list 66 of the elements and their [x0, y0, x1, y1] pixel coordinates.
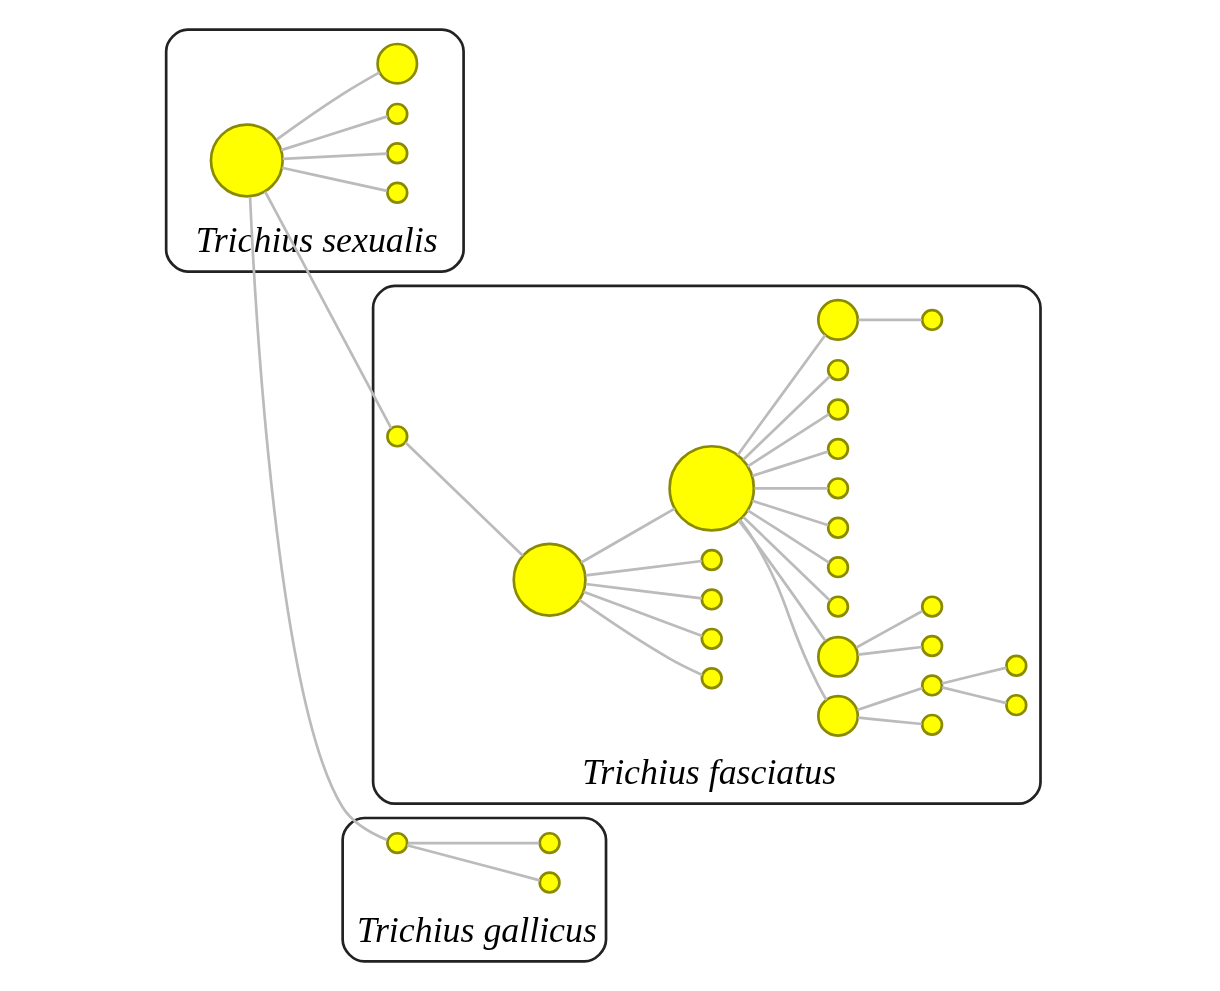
connector	[751, 499, 829, 527]
node-circle	[826, 595, 849, 618]
node-circle	[700, 627, 723, 651]
connector	[404, 441, 524, 557]
connector	[753, 487, 828, 490]
node-circle	[667, 444, 755, 532]
node-circle	[826, 437, 849, 461]
connector	[281, 166, 387, 193]
node-circle	[385, 102, 408, 126]
node-circle	[1004, 654, 1027, 677]
connector	[275, 71, 380, 141]
cluster: Trichius gallicus	[340, 816, 607, 963]
connector	[578, 598, 703, 677]
node-circle	[700, 667, 723, 690]
cluster: Trichius fasciatus	[371, 284, 1042, 805]
node-circle	[920, 634, 943, 658]
connector	[737, 519, 826, 642]
connector	[741, 516, 831, 602]
node-circle	[920, 713, 943, 737]
connector	[280, 115, 388, 152]
connector	[857, 318, 922, 322]
connector	[857, 716, 922, 726]
connector	[941, 686, 1007, 705]
connector	[406, 843, 540, 882]
node-circle	[826, 555, 849, 579]
connector	[857, 645, 922, 656]
node-circle	[826, 477, 849, 500]
node-circle	[826, 398, 849, 421]
node-circle	[385, 831, 408, 855]
connector	[941, 666, 1007, 685]
node-circle	[385, 425, 408, 448]
node-circle	[511, 542, 587, 617]
node-circle	[920, 595, 943, 618]
node-circle	[1004, 693, 1027, 717]
node-circle	[385, 142, 408, 165]
node-circle	[920, 674, 943, 697]
connector	[248, 196, 388, 842]
connector	[263, 190, 392, 429]
node-circle	[385, 181, 408, 204]
node-circle	[816, 635, 859, 678]
connector	[282, 152, 387, 161]
connector	[407, 841, 539, 845]
node-circle	[920, 308, 943, 332]
node-circle	[537, 831, 561, 855]
connector	[582, 590, 703, 638]
node-circle	[826, 516, 849, 539]
node-circle	[826, 358, 849, 382]
node-circle	[700, 588, 723, 611]
node-circle	[700, 548, 723, 572]
connector	[585, 559, 702, 577]
connector	[585, 582, 702, 600]
node-circle	[816, 694, 859, 737]
connector	[580, 507, 675, 564]
node-circle	[209, 123, 284, 198]
connector	[738, 519, 828, 701]
node-circle	[375, 42, 418, 85]
connector	[736, 334, 826, 456]
node-circle	[816, 298, 859, 341]
connector	[751, 450, 829, 478]
connector	[741, 375, 831, 461]
node-circle	[537, 871, 561, 894]
connector	[855, 609, 923, 649]
cluster: Trichius sexualis	[164, 28, 465, 273]
connector	[746, 413, 830, 468]
connector	[746, 509, 830, 564]
connector	[856, 686, 923, 712]
